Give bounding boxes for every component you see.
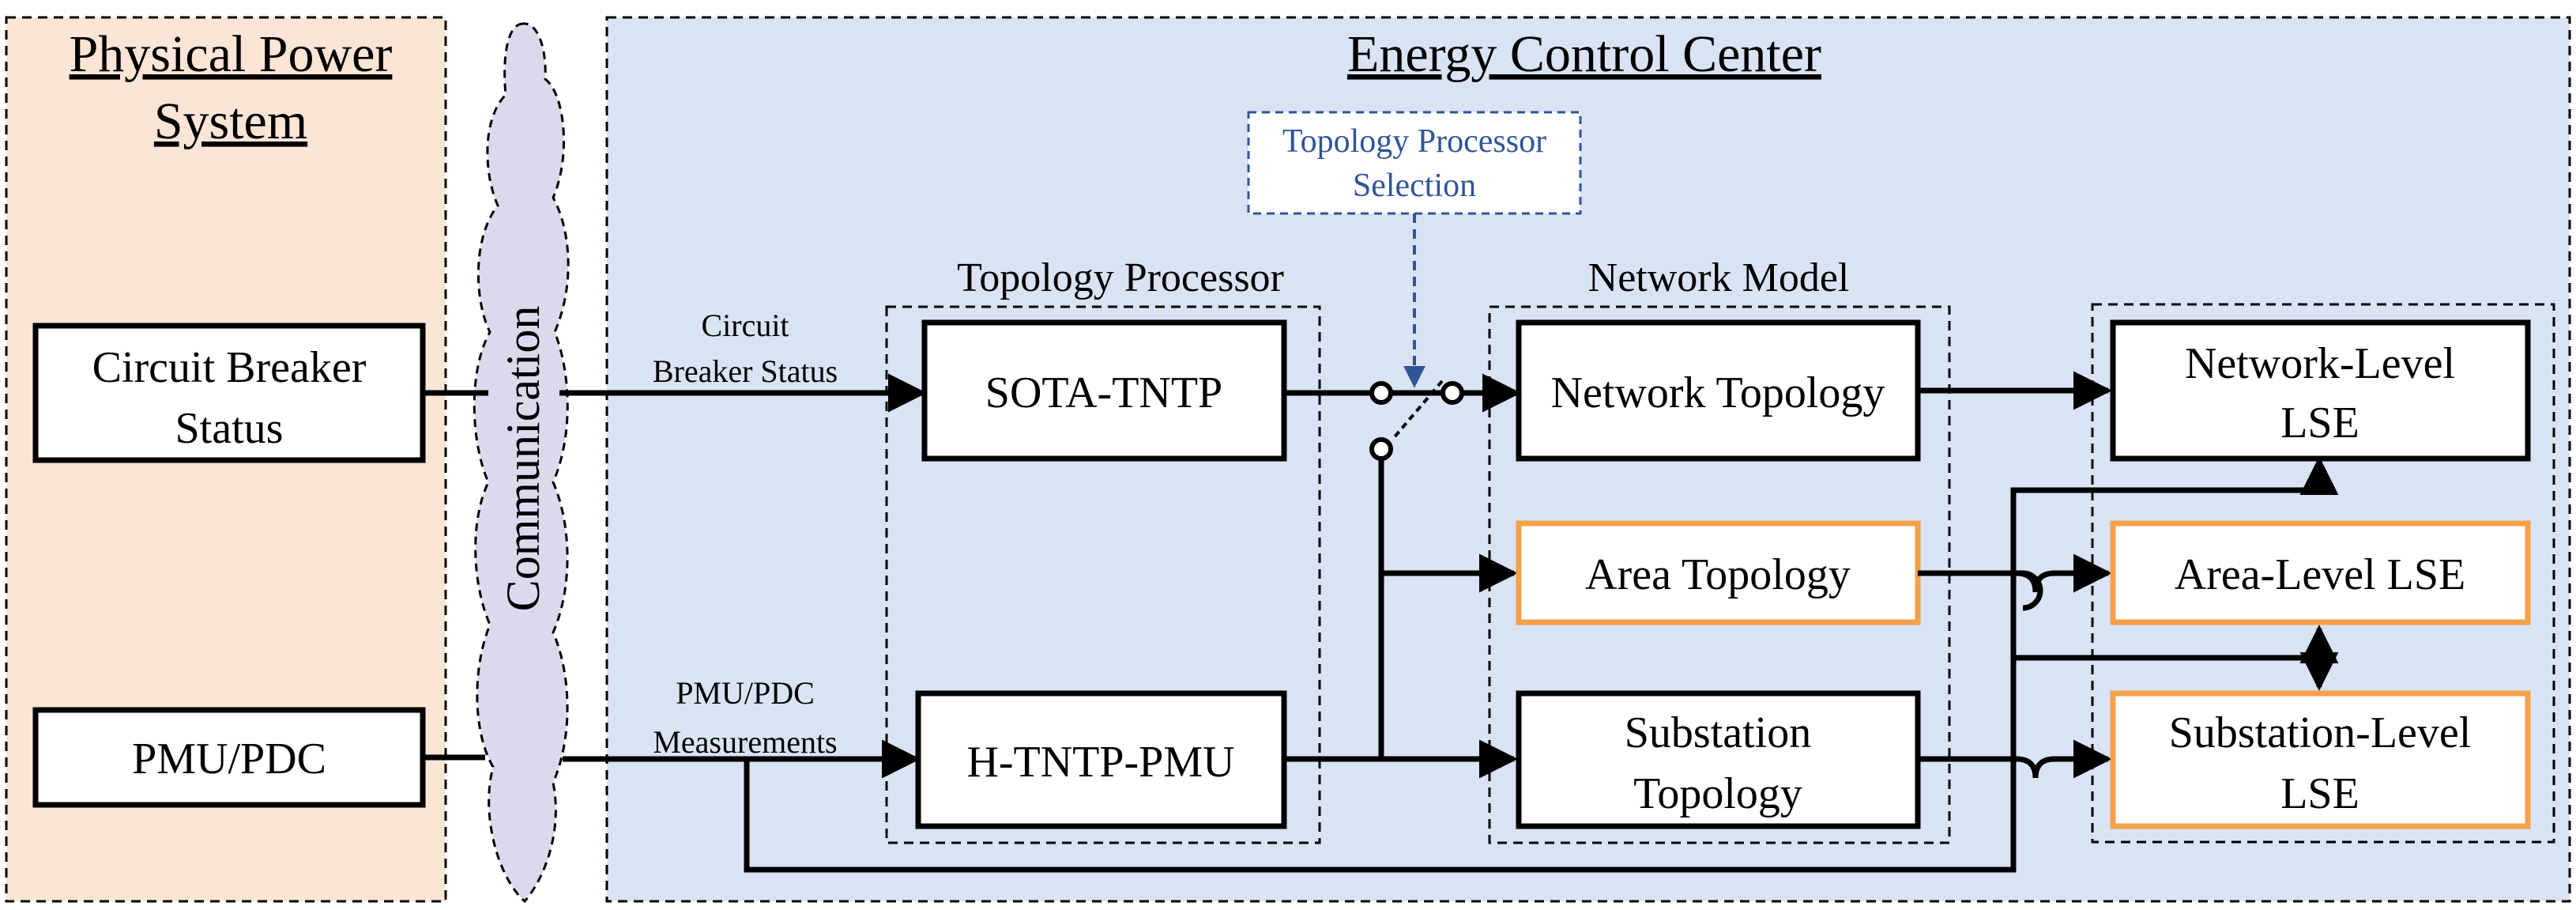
area-level-lse-box (2110, 520, 2531, 625)
pmu-bypass-line (744, 456, 2339, 873)
substation-topology-line2: Topology (1633, 769, 1802, 818)
topology-processor-label: Topology Processor (957, 255, 1284, 300)
arrow-area-to-lse-hop (1918, 553, 2112, 593)
h-tntp-pmu-box (915, 690, 1287, 829)
network-topology-label: Network Topology (1551, 368, 1885, 417)
substation-topology-line1: Substation (1625, 708, 1811, 757)
pmu-input-label-line2: Measurements (653, 724, 837, 760)
pmu-pdc-label: PMU/PDC (132, 734, 326, 784)
communication-cloud: Communication (473, 22, 570, 904)
sota-tntp-box (921, 319, 1287, 462)
circuit-breaker-status-box (32, 323, 426, 463)
area-topology-box (1516, 520, 1921, 625)
substation-lse-line1: Substation-Level (2169, 708, 2472, 757)
network-level-lse-box (2110, 319, 2531, 462)
circuit-breaker-status-line2: Status (175, 404, 284, 453)
network-model-label: Network Model (1588, 255, 1850, 300)
physical-title-line2: System (154, 93, 307, 150)
circuit-breaker-status-line1: Circuit Breaker (92, 343, 367, 392)
ecc-title: Energy Control Center (1347, 25, 1821, 83)
substation-lse-line2: LSE (2280, 769, 2359, 818)
area-lse-label: Area-Level LSE (2175, 550, 2465, 599)
tp-selection-line2: Selection (1353, 168, 1476, 204)
tp-selection-line1: Topology Processor (1282, 123, 1546, 160)
network-lse-line1: Network-Level (2185, 339, 2455, 388)
topology-processor-group (885, 305, 1321, 844)
pmu-pdc-box (32, 707, 426, 808)
physical-title-line1: Physical Power (70, 25, 393, 83)
substation-level-lse-box (2110, 690, 2531, 829)
area-topology-label: Area Topology (1585, 550, 1851, 599)
communication-label: Communication (497, 306, 549, 612)
sota-tntp-label: SOTA-TNTP (985, 368, 1222, 417)
network-lse-line2: LSE (2280, 398, 2359, 447)
h-tntp-pmu-label: H-TNTP-PMU (966, 738, 1234, 787)
arrow-substation-to-lse (1918, 739, 2112, 779)
cb-input-label-line1: Circuit (701, 308, 789, 343)
pmu-input-label-line1: PMU/PDC (676, 675, 815, 711)
tp-selection-box (1247, 111, 1582, 215)
cb-input-label-line2: Breaker Status (653, 353, 838, 389)
